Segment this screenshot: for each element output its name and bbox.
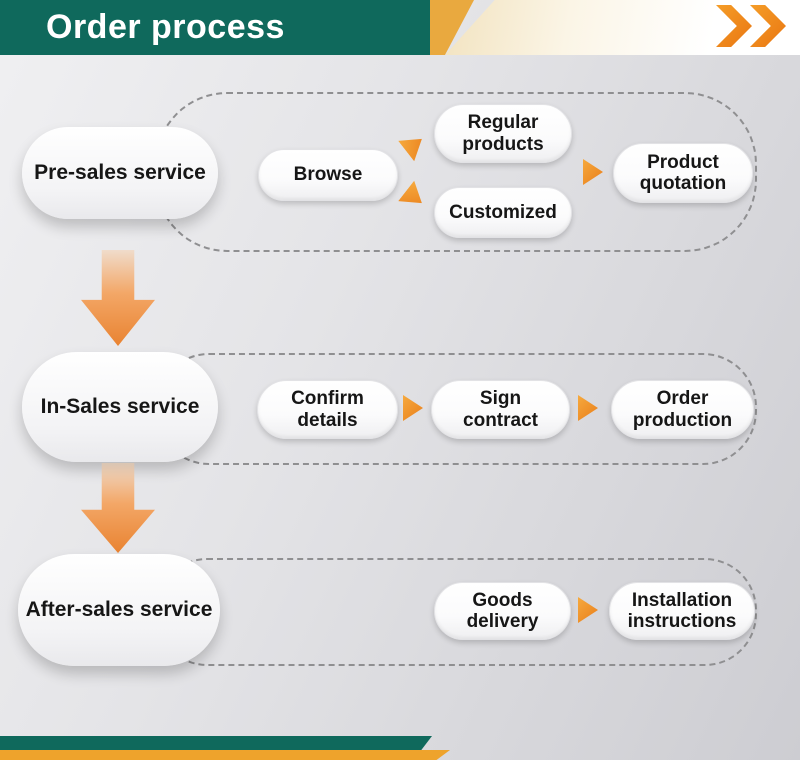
step-regular-products: Regular products: [434, 104, 572, 163]
stage-pre-sales-label: Pre-sales service: [34, 161, 206, 184]
stage-in-sales-label: In-Sales service: [40, 395, 200, 418]
step-order-production: Order production: [611, 380, 754, 439]
step-sign-contract: Sign contract: [431, 380, 570, 439]
header-banner: Order process: [0, 0, 432, 55]
footer-orange-bar: [0, 750, 450, 760]
step-browse: Browse: [258, 149, 398, 201]
stage-in-sales: In-Sales service: [22, 352, 218, 462]
step-installation-instructions: Installation instructions: [609, 582, 755, 640]
step-confirm-details: Confirm details: [257, 380, 398, 439]
stage-after-sales-label: After-sales service: [25, 598, 213, 621]
arrow-down-icon: [81, 250, 155, 346]
footer-teal-bar: [0, 736, 432, 753]
step-goods-delivery: Goods delivery: [434, 582, 571, 640]
step-customized: Customized: [434, 187, 572, 238]
arrow-down-icon: [81, 463, 155, 553]
page-title: Order process: [46, 8, 285, 46]
stage-after-sales: After-sales service: [18, 554, 220, 666]
stage-pre-sales: Pre-sales service: [22, 127, 218, 219]
step-product-quotation: Product quotation: [613, 143, 753, 203]
